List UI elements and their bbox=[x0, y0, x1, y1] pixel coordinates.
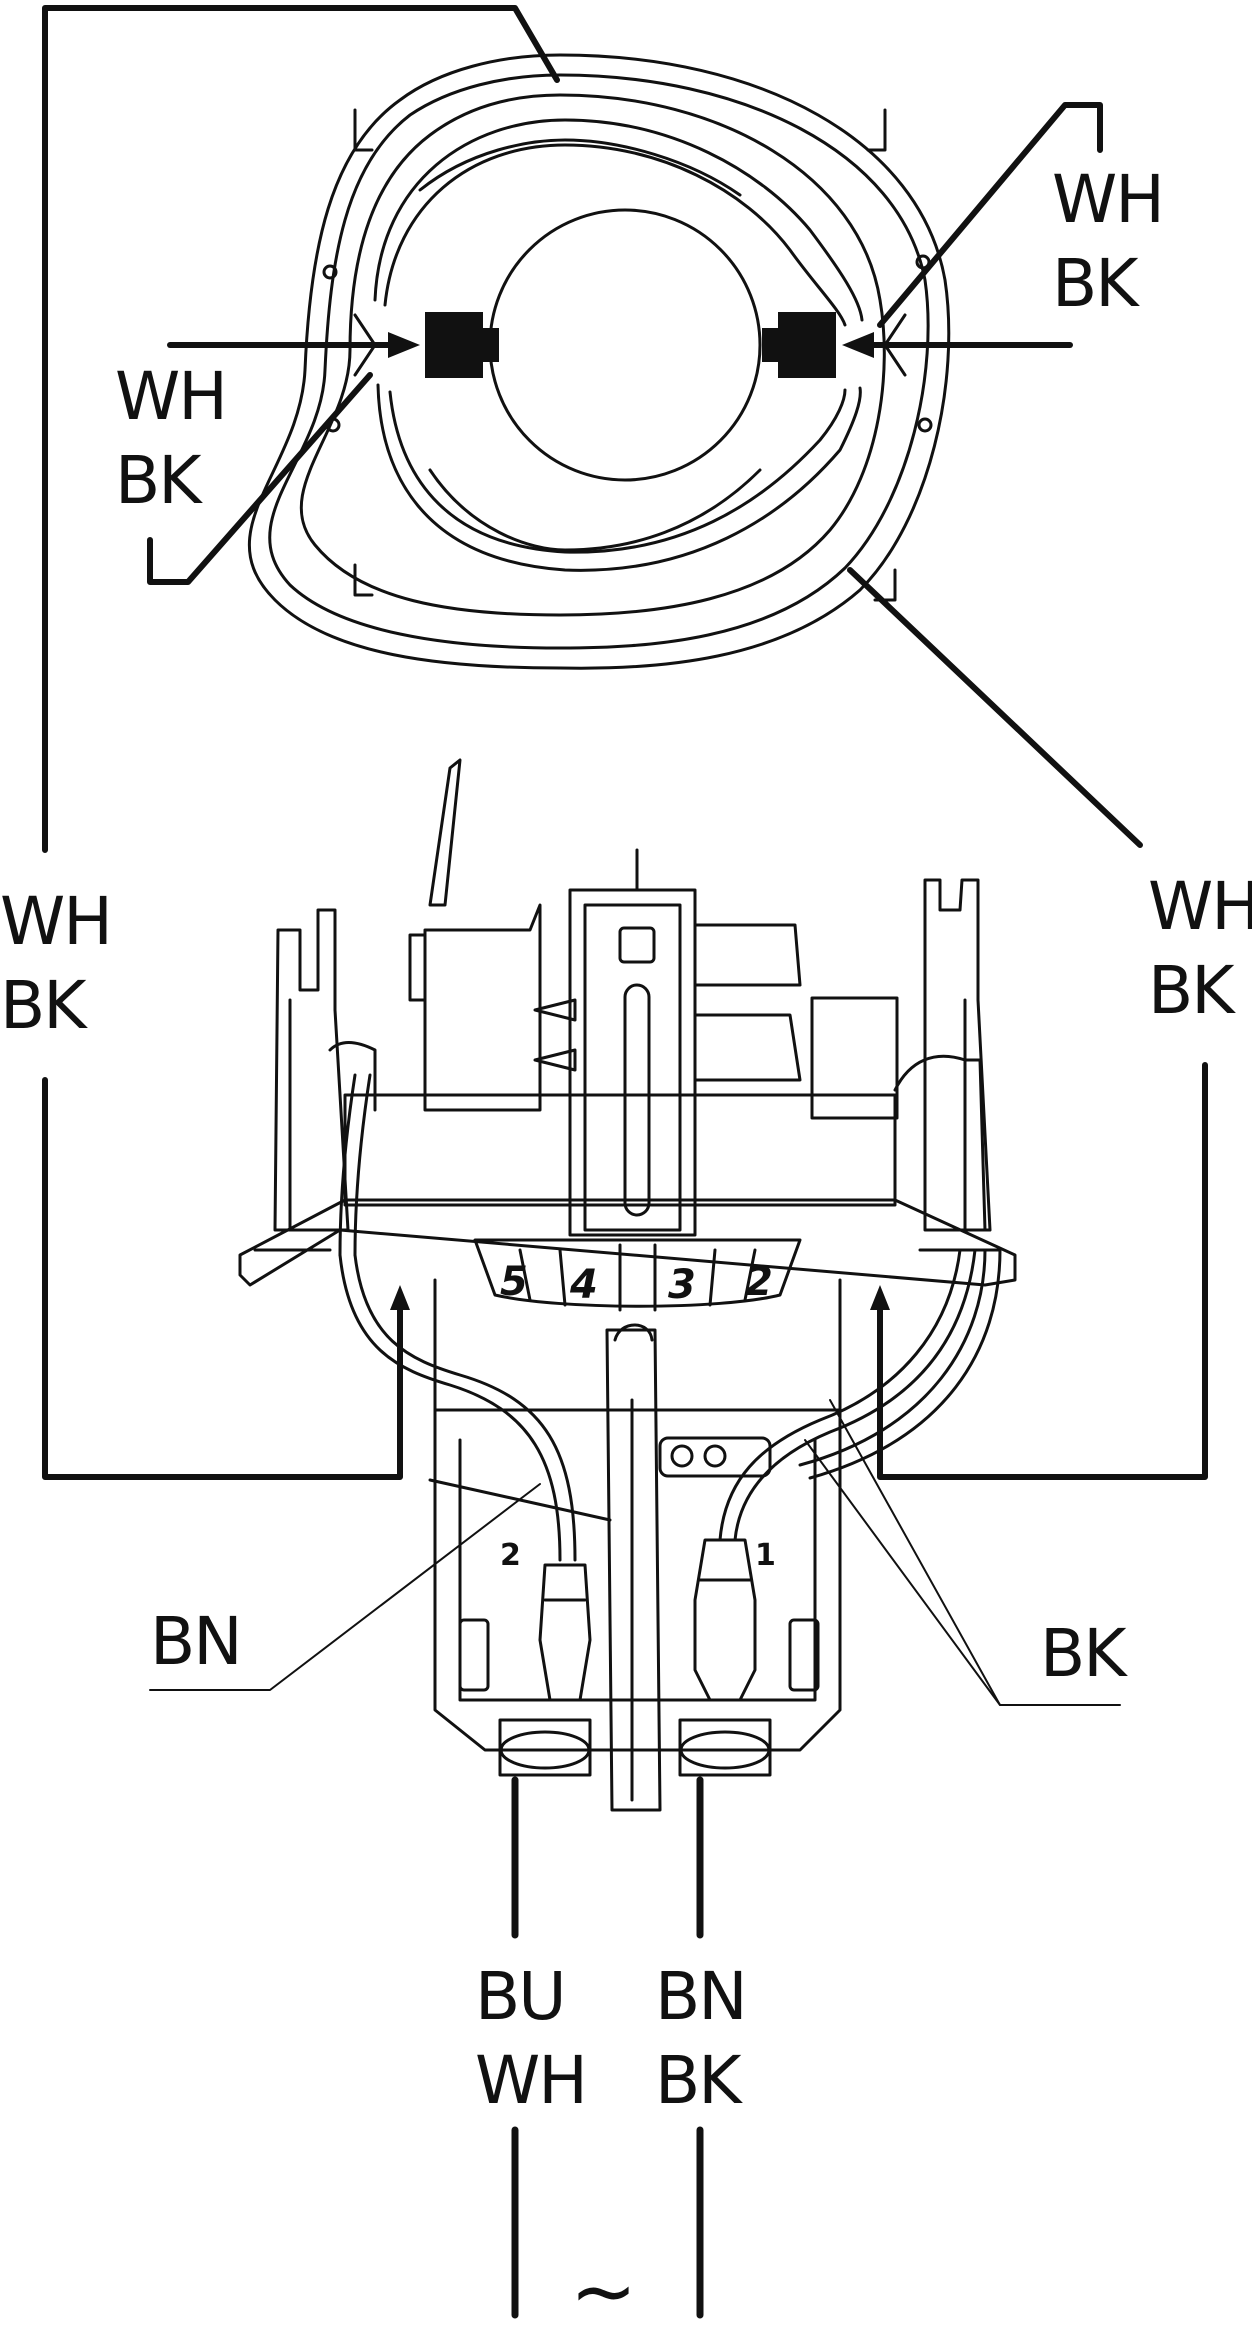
terminal-numbers: 2 1 bbox=[500, 1538, 776, 1573]
mains-leads bbox=[511, 1776, 704, 2319]
dial-position-2: 2 bbox=[745, 1259, 773, 1305]
motor-stator bbox=[247, 53, 951, 670]
outer-wire-left bbox=[42, 5, 560, 1480]
outer-wire-right bbox=[847, 567, 1208, 1480]
lead-arrows bbox=[390, 1285, 890, 1310]
dial-position-3: 3 bbox=[668, 1262, 696, 1308]
terminal-1: 1 bbox=[755, 1538, 776, 1573]
stator-leaders bbox=[147, 102, 1103, 585]
arrowheads bbox=[388, 332, 874, 358]
label-wire-bn: BN bbox=[150, 1603, 243, 1680]
speed-switch-assembly bbox=[238, 758, 1017, 1812]
internal-wires bbox=[338, 1073, 1002, 1702]
dial-position-5: 5 bbox=[500, 1259, 528, 1305]
dial-position-4: 4 bbox=[569, 1262, 598, 1308]
callout-leaders bbox=[149, 1399, 1121, 1706]
pole-pieces bbox=[425, 312, 836, 378]
speed-dial-numbers: 5 4 3 2 bbox=[500, 1259, 773, 1308]
terminal-2: 2 bbox=[500, 1538, 521, 1573]
label-wire-bk: BK bbox=[1040, 1615, 1127, 1692]
ac-symbol: ~ bbox=[570, 2245, 637, 2338]
